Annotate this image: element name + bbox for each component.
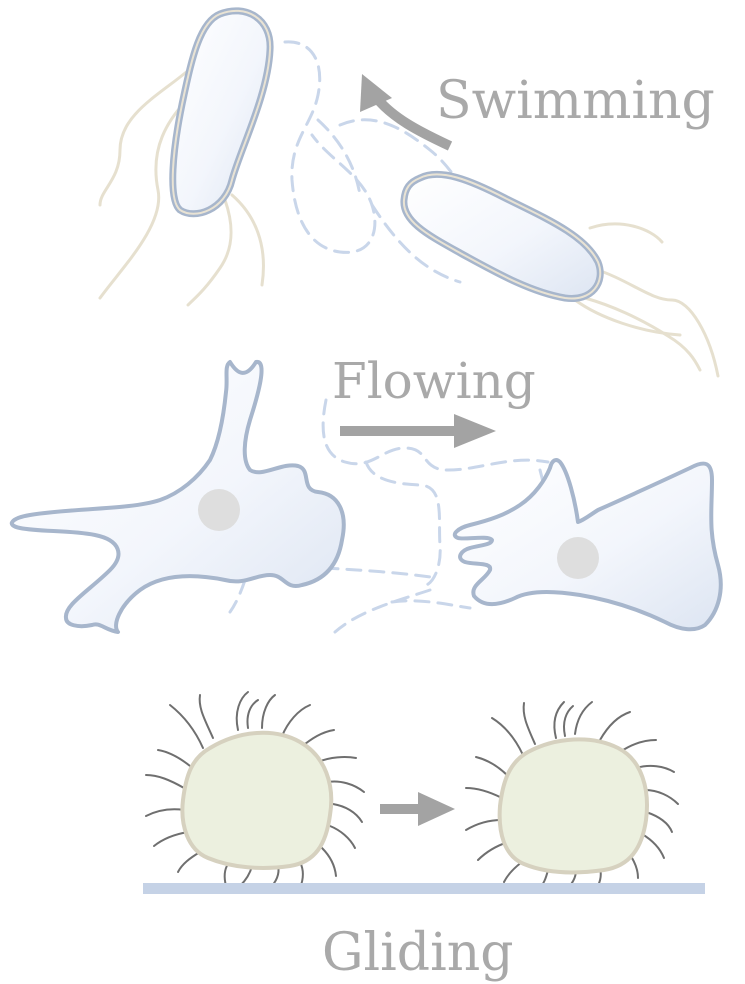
amoeboid-cell-1 xyxy=(12,362,344,632)
round-cell-2 xyxy=(500,739,647,872)
nucleus-2 xyxy=(557,537,599,579)
gliding-arrow xyxy=(380,792,455,826)
flowing-section: Flowing xyxy=(12,352,721,632)
gliding-section: Gliding xyxy=(143,692,705,983)
swimming-label: Swimming xyxy=(436,71,715,131)
swimming-section: Swimming xyxy=(100,11,718,376)
gliding-surface xyxy=(143,883,705,894)
nucleus-1 xyxy=(198,489,240,531)
round-cell-1 xyxy=(182,733,331,868)
bacterium-2-flagella xyxy=(575,224,718,376)
gliding-label: Gliding xyxy=(322,923,514,983)
flowing-label: Flowing xyxy=(332,352,536,410)
flowing-arrow xyxy=(340,414,496,448)
